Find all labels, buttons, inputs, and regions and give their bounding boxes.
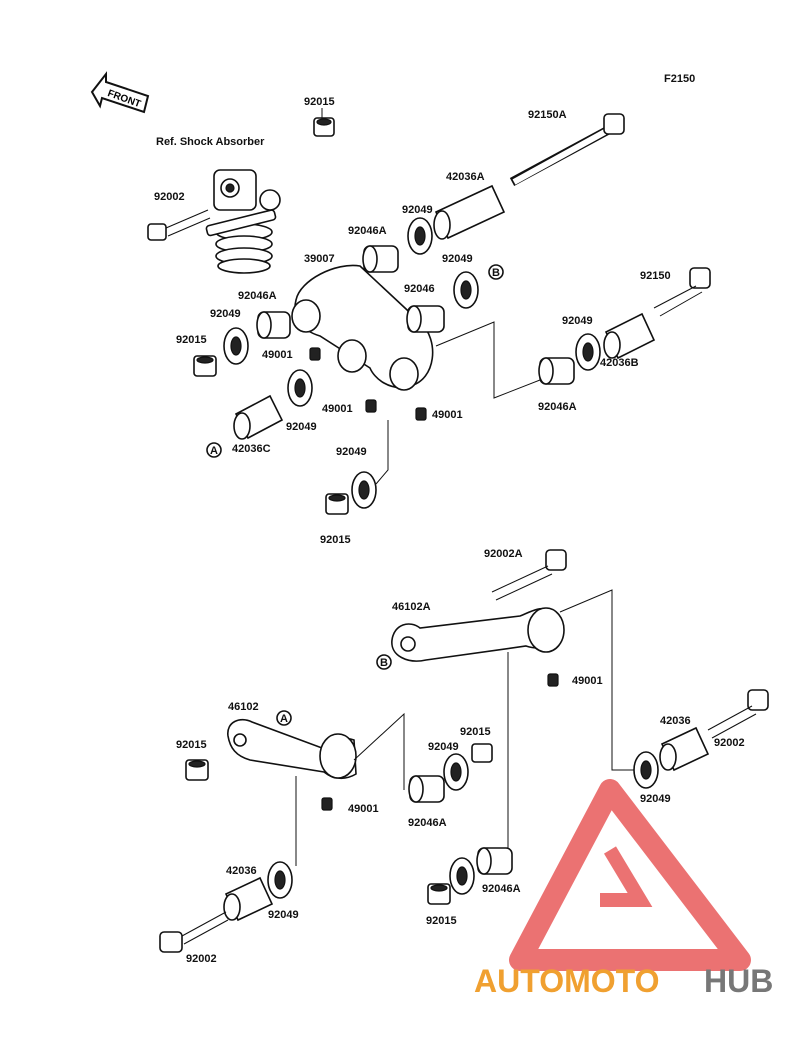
collar-42036b xyxy=(603,312,656,360)
seal-92049-right xyxy=(575,333,601,371)
watermark-brand-right: HUB xyxy=(704,963,773,999)
seal-92049-left xyxy=(223,327,249,365)
nut-92015-bottom-lower xyxy=(427,883,451,905)
ref-b-top: B xyxy=(492,267,500,279)
label-92049-b: 92049 xyxy=(442,253,473,265)
label-92015-d: 92015 xyxy=(176,739,207,751)
seal-92049-left-bottom xyxy=(267,861,293,899)
label-46102: 46102 xyxy=(228,701,259,713)
label-92150a: 92150A xyxy=(528,109,567,121)
bearing-92046a-center-lower xyxy=(476,847,513,875)
label-92015-e: 92015 xyxy=(460,726,491,738)
bolt-92150a xyxy=(509,113,625,186)
grease-nipple-49001-e xyxy=(321,797,333,811)
nut-92015-top xyxy=(313,117,335,137)
ref-b-bottom: B xyxy=(380,657,388,669)
label-92046a-d: 92046A xyxy=(408,817,447,829)
label-92015-top: 92015 xyxy=(304,96,335,108)
bearing-92046a-left xyxy=(256,311,291,339)
bolt-92002-right xyxy=(707,689,769,739)
collar-42036-right xyxy=(659,726,710,772)
label-92046a-a: 92046A xyxy=(348,225,387,237)
label-42036c: 42036C xyxy=(232,443,271,455)
link-39007 xyxy=(291,264,434,391)
part-labels: 92015 92002 92150A 42036A 92049 92046A 3… xyxy=(154,96,745,965)
label-49001-e: 49001 xyxy=(348,803,379,815)
bolt-92002-left xyxy=(147,209,211,241)
label-92015-b: 92015 xyxy=(176,334,207,346)
label-92046a-e: 92046A xyxy=(482,883,521,895)
bearing-92046 xyxy=(406,305,445,333)
bolt-92150 xyxy=(653,267,711,317)
label-92002-b: 92002 xyxy=(714,737,745,749)
label-92046: 92046 xyxy=(404,283,435,295)
collar-42036a xyxy=(433,184,506,240)
label-92150: 92150 xyxy=(640,270,671,282)
label-49001-d: 49001 xyxy=(572,675,603,687)
label-42036-a: 42036 xyxy=(660,715,691,727)
leader-lines-top xyxy=(375,321,541,485)
label-49001-a: 49001 xyxy=(262,349,293,361)
label-42036a: 42036A xyxy=(446,171,485,183)
nut-92015-left xyxy=(193,355,217,377)
label-92002a: 92002A xyxy=(484,548,523,560)
seal-92048 xyxy=(453,271,479,309)
seal-92049-right-bottom xyxy=(633,751,659,789)
tie-rod-46102a xyxy=(391,607,565,662)
tie-rod-46102 xyxy=(227,718,357,780)
seal-92049-top xyxy=(407,217,433,255)
grease-nipple-49001-a xyxy=(309,347,321,361)
bolt-92002-left-bottom xyxy=(159,911,229,953)
shock-absorber-lower xyxy=(205,169,281,274)
collar-42036c xyxy=(233,394,284,440)
label-92002-c: 92002 xyxy=(186,953,217,965)
label-49001-b: 49001 xyxy=(322,403,353,415)
nut-92015-center xyxy=(471,743,493,763)
label-49001-c: 49001 xyxy=(432,409,463,421)
label-42036-b: 42036 xyxy=(226,865,257,877)
collar-42036-left-bottom xyxy=(223,876,274,922)
bearing-92046a-right xyxy=(538,357,575,385)
seal-92049-center xyxy=(287,369,313,407)
label-92015-c: 92015 xyxy=(320,534,351,546)
label-92049-d: 92049 xyxy=(562,315,593,327)
grease-nipple-49001-d xyxy=(547,673,559,687)
label-92015-f: 92015 xyxy=(426,915,457,927)
nut-92015-left-bottom xyxy=(185,759,209,781)
label-42036b: 42036B xyxy=(600,357,639,369)
label-92049-a: 92049 xyxy=(402,204,433,216)
watermark-logo xyxy=(509,779,751,971)
label-92046a-c: 92046A xyxy=(538,401,577,413)
seal-92049-center-lower xyxy=(449,857,475,895)
grease-nipple-49001-c xyxy=(415,407,427,421)
leader-lines-bottom xyxy=(295,589,634,866)
ref-a-top: A xyxy=(210,445,218,457)
bearing-92046a-center-bottom xyxy=(408,775,445,803)
seal-92049-center-bottom xyxy=(443,753,469,791)
label-92049-c: 92049 xyxy=(210,308,241,320)
label-92049-g: 92049 xyxy=(428,741,459,753)
label-92049-e: 92049 xyxy=(286,421,317,433)
ref-shock-absorber-note: Ref. Shock Absorber xyxy=(156,136,265,148)
label-92049-i: 92049 xyxy=(268,909,299,921)
label-92002-top: 92002 xyxy=(154,191,185,203)
bearing-92046a-top xyxy=(362,245,399,273)
label-39007: 39007 xyxy=(304,253,335,265)
nut-92015-bottom xyxy=(325,493,349,515)
watermark-brand-left: AUTOMOTO xyxy=(474,963,659,999)
grease-nipple-49001-b xyxy=(365,399,377,413)
label-46102a: 46102A xyxy=(392,601,431,613)
ref-a-bottom: A xyxy=(280,713,288,725)
seal-92049-bottom xyxy=(351,471,377,509)
label-92049-h: 92049 xyxy=(640,793,671,805)
label-92046a-b: 92046A xyxy=(238,290,277,302)
label-92049-f: 92049 xyxy=(336,446,367,458)
front-arrow: FRONT xyxy=(90,71,150,114)
figure-code: F2150 xyxy=(664,73,695,85)
bolt-92002a xyxy=(491,549,567,601)
